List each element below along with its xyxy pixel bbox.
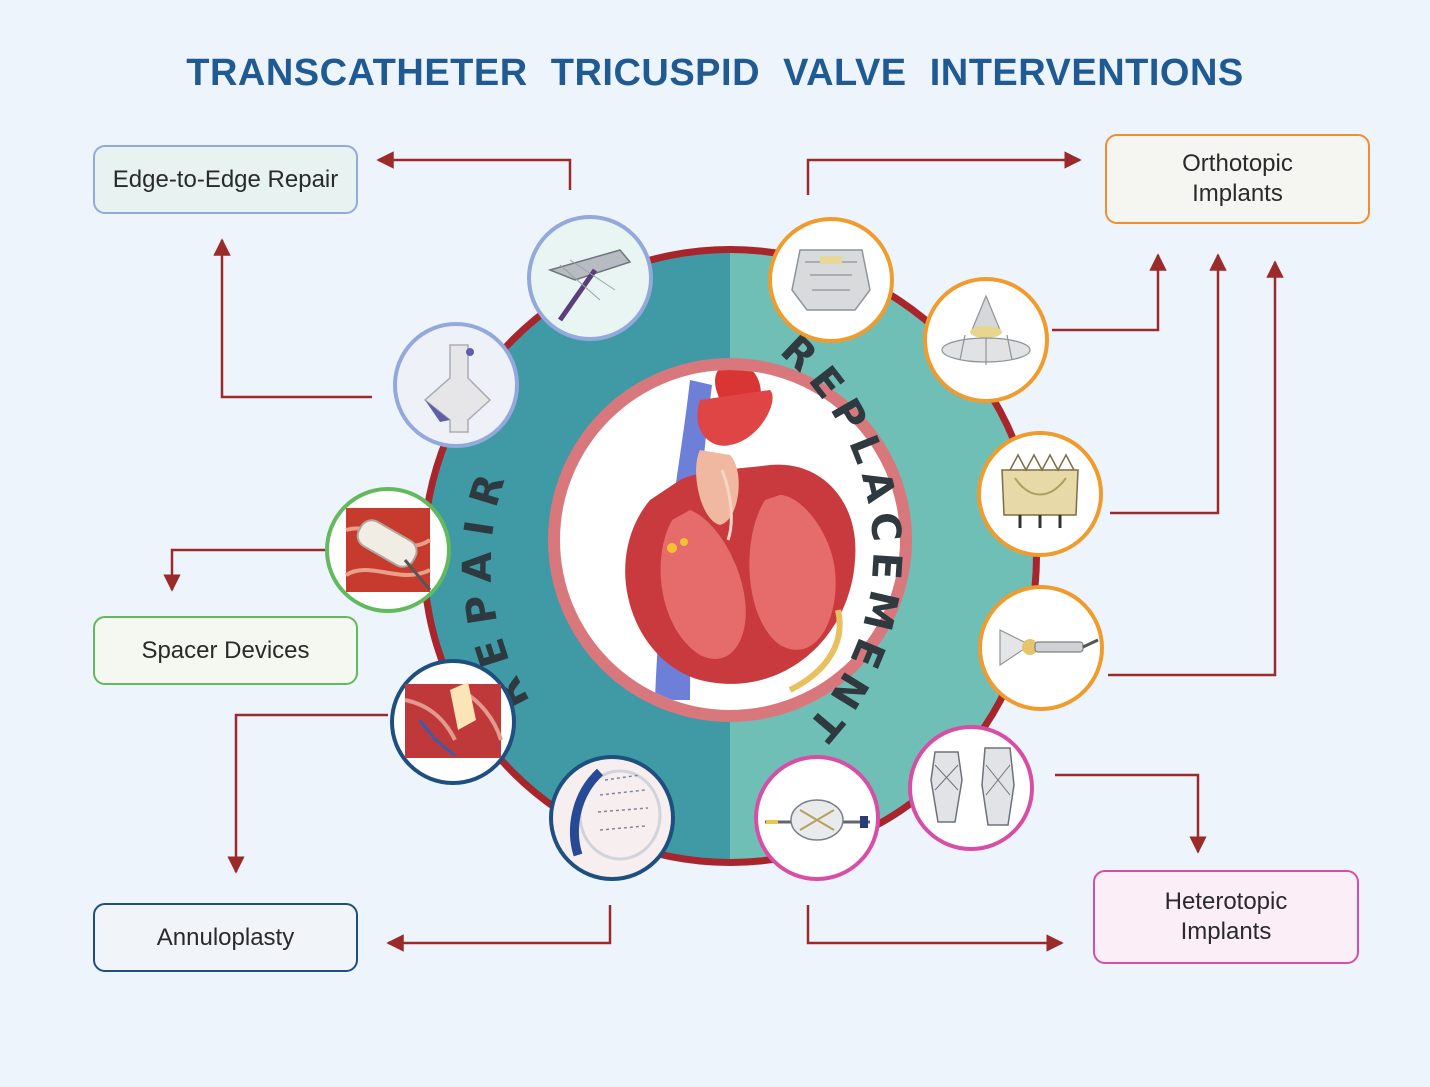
delivery-system-valve-icon [978,585,1104,711]
box-annuloplasty-label: Annuloplasty [156,923,295,951]
arrow-clip-to-edge-repair [376,151,572,190]
arrow-stents-to-heterotopic [1055,773,1207,854]
arrow-spacer-to-spacer-devices [163,548,325,592]
spacer-balloon-icon [325,487,451,613]
box-edge-to-edge-label: Edge-to-Edge Repair [112,165,339,193]
arrow-caval-to-heterotopic [806,905,1064,952]
arrow-leaflet-clip-to-edge-repair [213,238,372,399]
arrow-valve1-to-orthotopic [806,151,1082,195]
arrow-band-to-annuloplasty [386,905,612,952]
box-edge-to-edge-repair: Edge-to-Edge Repair [93,145,358,214]
annuloplasty-band-icon [549,755,675,881]
clip-device-icon [527,215,653,341]
box-heterotopic-line2: Implants [1180,918,1272,945]
arrow-valve2-to-orthotopic [1052,253,1167,332]
box-spacer-label: Spacer Devices [141,636,310,664]
bovine-valve-icon [977,431,1103,557]
arrow-valve4-to-orthotopic [1108,260,1284,677]
stent-valve-pair-icon [908,725,1034,851]
conical-valve-icon [923,277,1049,403]
diagram-title: TRANSCATHETER TRICUSPID VALVE INTERVENTI… [186,52,1244,94]
leaflet-clip-icon [393,322,519,448]
box-heterotopic-line1: Heterotopic [1164,888,1288,915]
box-annuloplasty: Annuloplasty [93,903,358,972]
box-orthotopic-implants: Orthotopic Implants [1105,134,1370,224]
box-heterotopic-implants: Heterotopic Implants [1093,870,1359,964]
box-orthotopic-line2: Implants [1192,180,1283,207]
arrow-suture-to-annuloplasty [227,713,388,874]
self-expanding-valve-icon [768,217,894,343]
box-orthotopic-line1: Orthotopic [1182,150,1293,177]
annulus-suture-icon [390,659,516,785]
arrow-valve3-to-orthotopic [1110,253,1227,515]
caval-valve-catheter-icon [754,755,880,881]
heart-cross-section-icon [625,370,856,700]
box-spacer-devices: Spacer Devices [93,616,358,685]
connector-arrows [163,151,1284,952]
